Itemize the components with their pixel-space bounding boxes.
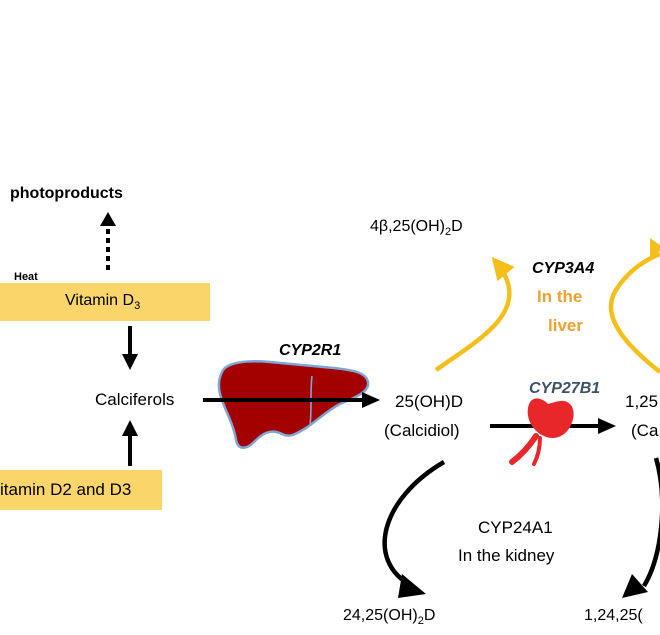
cyp27b1-label: CYP27B1 <box>529 380 601 397</box>
125-label-partial: 1,25 <box>625 392 659 411</box>
kidney-icon <box>509 398 574 466</box>
in-the-liver-line1: In the <box>537 287 583 306</box>
calcitriol-label-partial: (Ca <box>631 421 659 440</box>
liver-icon <box>217 360 370 449</box>
12425-label-partial: 1,24,25( <box>584 607 643 624</box>
yellow-arrow-to-4b <box>434 256 515 372</box>
heat-label: Heat <box>14 271 38 283</box>
vitamin-d3-box <box>0 283 210 321</box>
vitamin-d3-label: Vitamin D3 <box>65 292 141 313</box>
cyp3a4-label: CYP3A4 <box>532 260 595 277</box>
in-the-liver-line2: liver <box>548 316 583 335</box>
arrow-to-12425 <box>642 457 660 588</box>
vitamin-d2-d3-box <box>0 470 162 510</box>
yellow-arrow-right <box>608 251 660 374</box>
arrow-to-2425 <box>382 460 446 588</box>
25ohd-label: 25(OH)D <box>395 392 464 411</box>
2425ohd-label: 24,25(OH)2D <box>343 607 436 628</box>
vitamin-d2-d3-label: itamin D2 and D3 <box>0 480 132 499</box>
arrow-d2d3-to-calciferols <box>122 420 138 466</box>
4b-25ohd-label: 4β,25(OH)2D <box>370 218 463 239</box>
in-the-kidney-label: In the kidney <box>458 546 555 565</box>
photoproducts-label: photoproducts <box>10 185 123 202</box>
cyp2r1-label: CYP2R1 <box>279 342 342 359</box>
calcidiol-label: (Calcidiol) <box>384 421 460 440</box>
arrow-d3-to-calciferols <box>122 326 138 370</box>
calciferols-label: Calciferols <box>95 390 175 409</box>
arrow-calciferols-to-25ohd <box>203 392 380 408</box>
dashed-arrow-to-photoproducts <box>100 212 116 270</box>
cyp24a1-label: CYP24A1 <box>478 518 553 537</box>
